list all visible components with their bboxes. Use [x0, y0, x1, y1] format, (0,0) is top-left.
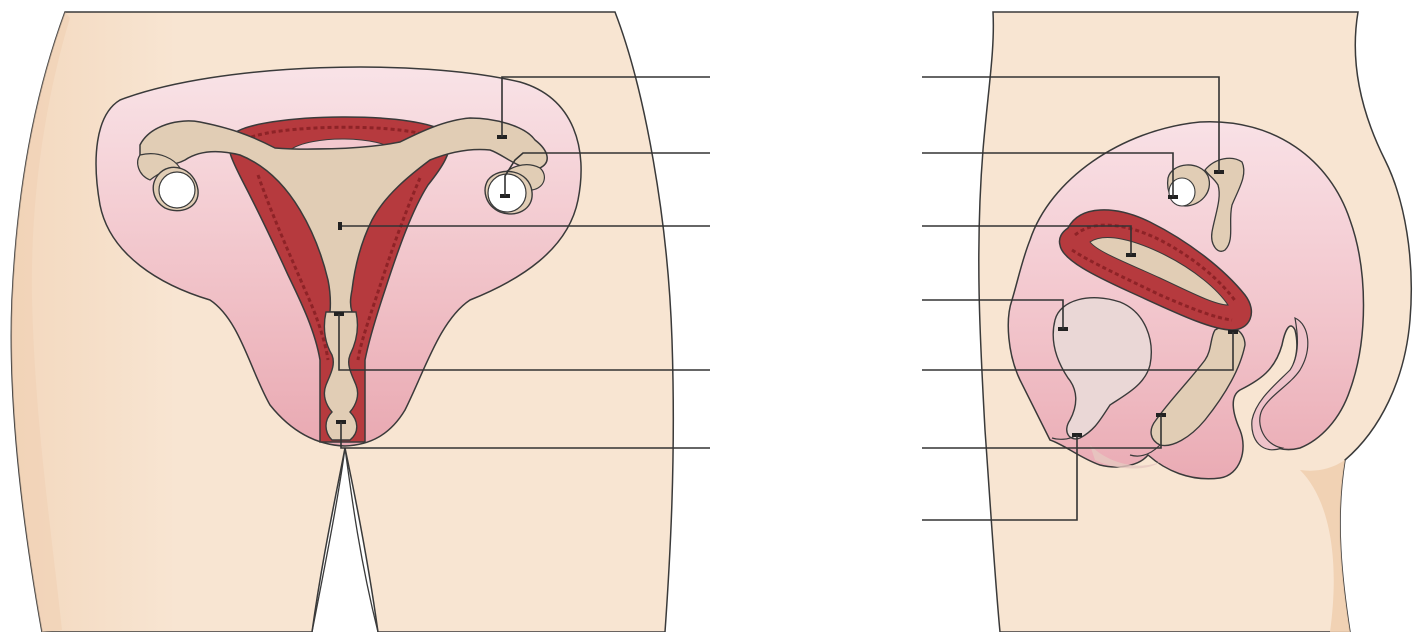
front-marker-uterus: [338, 222, 342, 230]
front-right-ovary: [485, 171, 532, 214]
front-view: [11, 12, 710, 632]
side-view: [922, 12, 1411, 632]
